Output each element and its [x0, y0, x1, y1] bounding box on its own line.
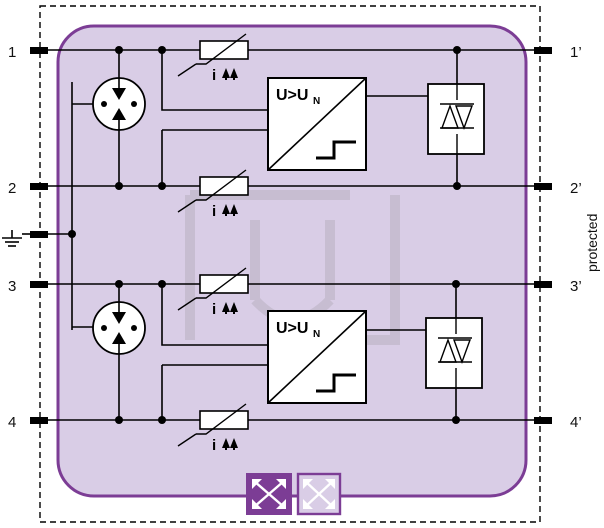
expand-arrows-icon [296, 472, 342, 516]
gas-discharge-tube-icon [92, 301, 146, 355]
junction-dots [68, 46, 461, 424]
tvs-diode-icon [425, 317, 483, 389]
current-label-3: i [212, 301, 238, 318]
step-icon [316, 140, 356, 160]
varistor-icon [196, 169, 249, 201]
comparator-block-lower: U>U N [267, 310, 367, 404]
comparator-block-upper: U>U N [267, 77, 367, 171]
dashed-frame [39, 5, 541, 523]
terminal-label-1-out: 1’ [570, 44, 582, 61]
terminal-label-2-out: 2’ [570, 180, 582, 197]
varistor-icon [196, 267, 249, 299]
terminal-label-2: 2 [8, 180, 16, 197]
current-text: i [212, 203, 216, 220]
varistor-icon [196, 33, 249, 65]
comparator-label: U>U [276, 87, 308, 104]
terminal-label-1: 1 [8, 44, 16, 61]
current-text: i [212, 67, 216, 84]
terminal-label-3-out: 3’ [570, 278, 582, 295]
gas-discharge-tube-icon [92, 77, 146, 131]
current-text: i [212, 437, 216, 454]
comparator-subscript: N [313, 329, 320, 340]
terminal-label-4-out: 4’ [570, 414, 582, 431]
arrows-icon [222, 204, 238, 216]
wiring [48, 49, 534, 421]
expand-arrows-icon [246, 473, 292, 515]
ground-icon [2, 230, 30, 247]
arrows-icon [222, 68, 238, 80]
current-label-2: i [212, 203, 238, 220]
current-label-4: i [212, 437, 238, 454]
terminal-label-3: 3 [8, 278, 16, 295]
arrows-icon [222, 302, 238, 314]
terminal-pads [30, 47, 552, 424]
protected-label: protected [584, 214, 600, 272]
current-label-1: i [212, 67, 238, 84]
current-text: i [212, 301, 216, 318]
terminal-label-4: 4 [8, 414, 16, 431]
arrows-icon [222, 438, 238, 450]
tvs-diode-icon [427, 83, 485, 155]
varistor-leads [177, 63, 197, 447]
comparator-subscript: N [313, 96, 320, 107]
varistor-icon [196, 403, 249, 435]
step-icon [316, 373, 356, 393]
comparator-label: U>U [276, 320, 308, 337]
